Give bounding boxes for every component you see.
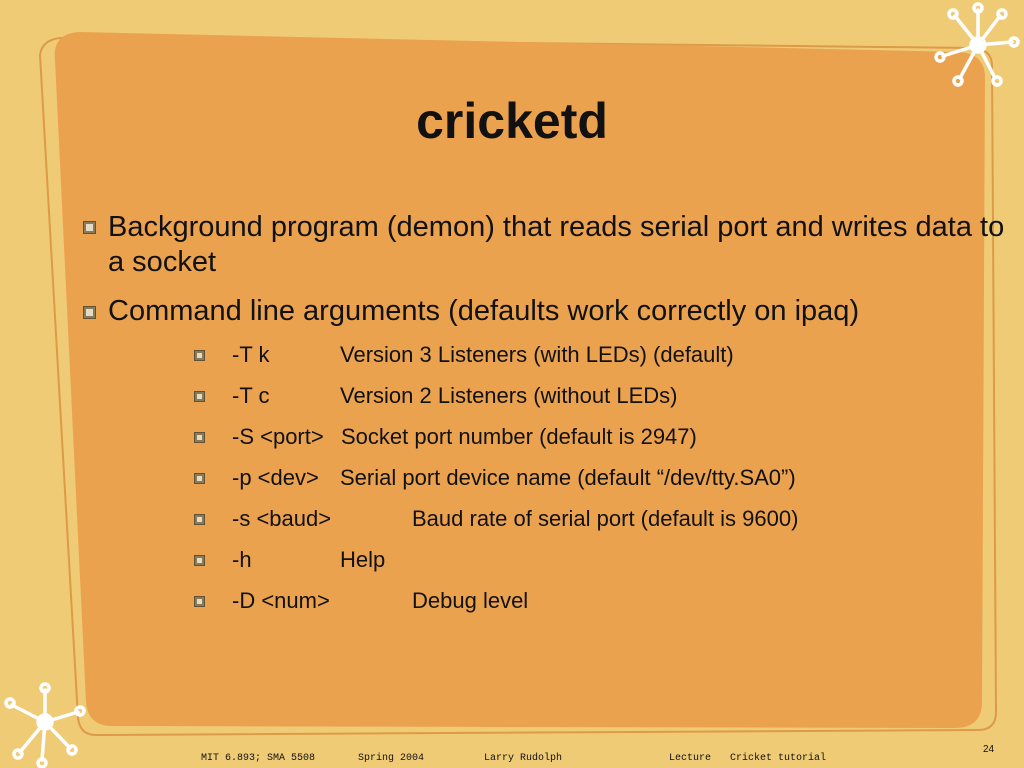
sub-bullet-marker <box>194 473 205 484</box>
page-number: 24 <box>983 744 995 755</box>
sub-bullet-marker <box>194 350 205 361</box>
bullet-text: Background program (demon) that reads se… <box>108 211 1005 278</box>
sub-bullet-marker <box>194 391 205 402</box>
sub-bullet-marker <box>194 596 205 607</box>
arg-description: Baud rate of serial port (default is 960… <box>412 506 799 531</box>
arg-flag: -S <port> <box>232 424 324 449</box>
arg-flag: -h <box>232 547 252 572</box>
arg-flag: -D <num> <box>232 588 330 613</box>
footer-term: Spring 2004 <box>358 753 425 764</box>
arg-flag: -T c <box>232 383 270 408</box>
arg-flag: -T k <box>232 342 270 367</box>
arg-description: Version 3 Listeners (with LEDs) (default… <box>340 342 734 367</box>
slide-title: cricketd <box>416 93 608 149</box>
arg-description: Help <box>340 547 386 572</box>
star-burst-icon <box>4 682 86 768</box>
arg-flag: -s <baud> <box>232 506 332 531</box>
bullet-text: Command line arguments (defaults work co… <box>108 295 860 327</box>
content-panel <box>54 32 986 728</box>
arg-flag: -p <dev> <box>232 465 319 490</box>
bullet-marker <box>83 221 96 234</box>
arg-description: Version 2 Listeners (without LEDs) <box>340 383 678 408</box>
footer-topic: Cricket tutorial <box>730 753 827 764</box>
footer-course: MIT 6.893; SMA 5508 <box>201 753 316 764</box>
arg-description: Serial port device name (default “/dev/t… <box>340 465 796 490</box>
star-burst-icon <box>934 2 1020 87</box>
panel-outline <box>38 36 998 737</box>
footer-author: Larry Rudolph <box>484 753 563 764</box>
arg-description: Socket port number (default is 2947) <box>341 424 697 449</box>
sub-bullet-marker <box>194 432 205 443</box>
footer-type: Lecture <box>669 753 712 764</box>
sub-bullet-marker <box>194 514 205 525</box>
arg-description: Debug level <box>412 588 529 613</box>
bullet-marker <box>83 306 96 319</box>
sub-bullet-marker <box>194 555 205 566</box>
